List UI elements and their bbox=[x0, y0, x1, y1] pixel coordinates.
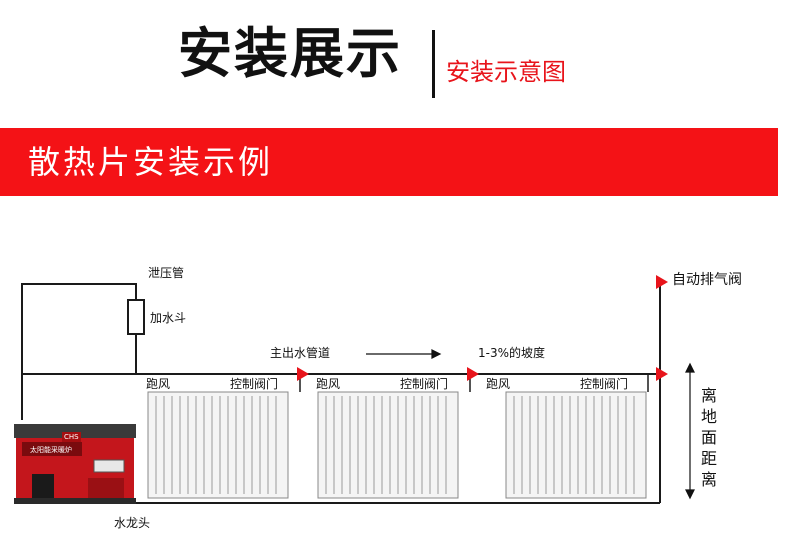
faucet-label: 水龙头 bbox=[114, 516, 150, 530]
vent-label-3: 跑风 bbox=[486, 377, 510, 391]
valve-label-3: 控制阀门 bbox=[580, 377, 628, 391]
auto-vent-valve-arrow bbox=[656, 275, 668, 289]
vent-label-1: 跑风 bbox=[146, 377, 170, 391]
valve-arrow-1 bbox=[297, 367, 309, 381]
radiator-2 bbox=[318, 392, 458, 498]
vent-label-2: 跑风 bbox=[316, 377, 340, 391]
water-funnel-box bbox=[128, 300, 144, 334]
valve-arrow-3 bbox=[656, 367, 668, 381]
radiator-3 bbox=[506, 392, 646, 498]
relief-pipe-label: 泄压管 bbox=[148, 266, 184, 280]
valve-label-2: 控制阀门 bbox=[400, 377, 448, 391]
water-funnel-label: 加水斗 bbox=[150, 311, 186, 325]
relief-pipe bbox=[22, 284, 136, 420]
boiler-brand-badge: CHS bbox=[62, 432, 81, 442]
valve-label-1: 控制阀门 bbox=[230, 377, 278, 391]
height-label: 离地面距离 bbox=[701, 385, 717, 490]
slope-label: 1-3%的坡度 bbox=[478, 346, 545, 360]
radiator-1 bbox=[148, 392, 288, 498]
auto-vent-valve-label: 自动排气阀 bbox=[672, 273, 742, 287]
main-pipe-label: 主出水管道 bbox=[270, 346, 330, 360]
valve-arrow-2 bbox=[467, 367, 479, 381]
boiler-nameplate: 太阳能采暖炉 bbox=[30, 446, 72, 455]
